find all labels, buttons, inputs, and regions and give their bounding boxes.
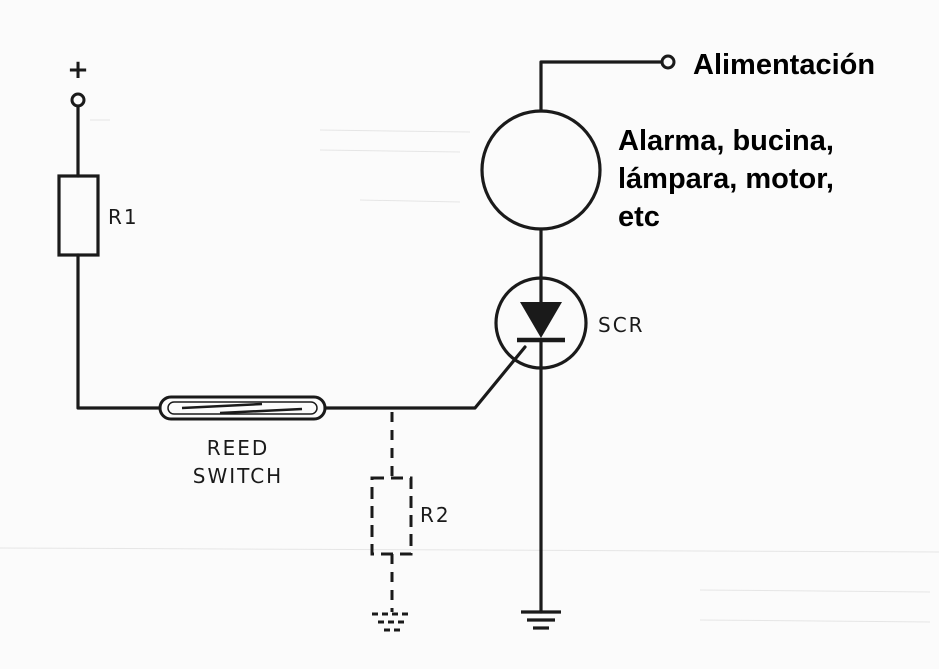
scr-label: SCR [598,313,645,337]
wire-r1-to-reed [76,253,162,410]
ground-symbol-scr [521,610,561,630]
wire-supply-to-load [539,60,664,113]
r1-label: R1 [108,205,139,229]
background-noise [0,119,939,623]
ground-symbol-r2 [372,612,412,632]
supply-label: Alimentación [693,49,876,81]
plus-label: + [67,55,89,85]
scr-thyristor [494,276,588,370]
load-label-line3: etc [618,201,660,233]
r2-label: R2 [420,503,451,527]
supply-terminal [660,54,676,70]
plus-terminal [70,92,86,108]
load-label-line2: lámpara, motor, [618,163,834,195]
reed-label-line2: SWITCH [193,464,283,488]
load-label-line1: Alarma, bucina, [618,125,834,157]
load-symbol [480,109,602,231]
resistor-r1 [57,174,100,257]
reed-switch [158,395,327,421]
wire-reed-to-gate [323,345,527,410]
reed-label-line1: REED [207,436,270,460]
resistor-r2-dashed [370,476,413,556]
